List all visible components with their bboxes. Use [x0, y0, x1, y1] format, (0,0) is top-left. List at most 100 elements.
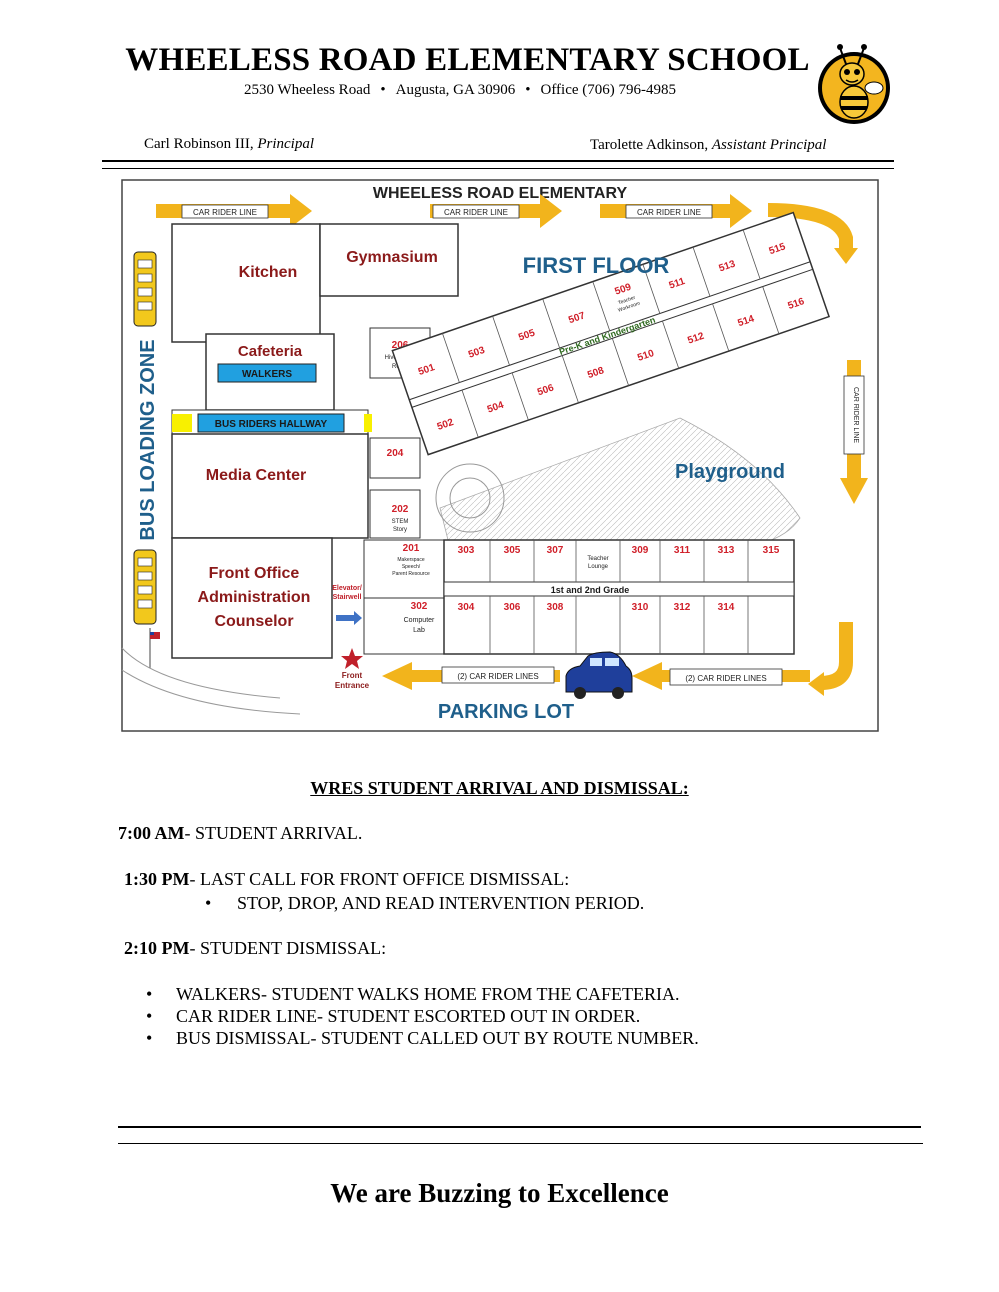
teacher-lounge-label: Lounge — [588, 564, 609, 570]
driveway-curve — [121, 647, 281, 699]
bus-riders-hallway-label: BUS RIDERS HALLWAY — [215, 419, 328, 430]
principal-label: Carl Robinson III, — [144, 136, 254, 152]
room-202-number: 202 — [392, 504, 409, 515]
intervention-text: STOP, DROP, AND READ INTERVENTION PERIOD… — [237, 893, 645, 913]
room-number: 307 — [547, 545, 564, 556]
room-number: 511 — [668, 276, 687, 292]
room-number: 312 — [674, 602, 691, 613]
room-number: 501 — [417, 362, 437, 378]
bullet: • — [146, 1028, 153, 1048]
assistant-title: Assistant Principal — [711, 137, 827, 153]
room-number: 515 — [768, 241, 788, 257]
wing-300: 303 305 307 309 311 313 315 304 306 308 … — [443, 539, 795, 655]
first-floor-label: FIRST FLOOR — [523, 253, 670, 278]
curved-arrow — [819, 622, 853, 690]
room-number: 514 — [736, 313, 756, 329]
room-206-number: 206 — [392, 340, 409, 351]
room-number: 305 — [504, 545, 521, 556]
computer-lab-label: Lab — [413, 627, 425, 634]
dismissal-item: •CAR RIDER LINE- STUDENT ESCORTED OUT IN… — [146, 1006, 640, 1027]
car-rider-arrow: CAR RIDER LINE — [600, 194, 752, 228]
room-number: 308 — [547, 602, 564, 613]
room-number: 310 — [632, 602, 649, 613]
car-rider-line-label: CAR RIDER LINE — [637, 208, 701, 217]
bus-dismissal-text: BUS DISMISSAL- STUDENT CALLED OUT BY ROU… — [176, 1028, 699, 1048]
elevator-label: Elevator/ — [332, 585, 362, 592]
elevator-arrow-icon — [336, 611, 362, 625]
front-office-label: Front Office — [209, 565, 300, 582]
room-202-sub: Story — [393, 527, 407, 533]
bee-mascot-icon — [818, 44, 890, 124]
room-number: 507 — [567, 310, 587, 326]
divider — [118, 1143, 923, 1144]
last-call-line: 1:30 PM- LAST CALL FOR FRONT OFFICE DISM… — [124, 869, 569, 890]
gymnasium-label: Gymnasium — [346, 249, 438, 266]
last-call-bullet: •STOP, DROP, AND READ INTERVENTION PERIO… — [205, 893, 644, 914]
principal-title: Principal — [257, 136, 314, 152]
room-number: 505 — [517, 327, 537, 343]
divider — [102, 168, 894, 169]
walkers-text: WALKERS- STUDENT WALKS HOME FROM THE CAF… — [176, 984, 680, 1004]
arrival-time: 7:00 AM — [118, 823, 185, 843]
principal-name: Carl Robinson III, Principal — [144, 136, 314, 153]
assistant-label: Tarolette Adkinson, — [590, 137, 709, 153]
room-201-sub: Speech/ — [402, 564, 421, 570]
front-entrance-label: Front — [342, 671, 363, 680]
room-number: 512 — [686, 331, 706, 347]
room-201-sub: Parent Resource — [392, 571, 430, 577]
room-number: 509 — [613, 282, 633, 298]
bus-loading-zone-label: BUS LOADING ZONE — [137, 339, 159, 540]
room-201-sub: Makerspace — [397, 557, 424, 563]
divider — [118, 1126, 921, 1128]
car-rider-lines-label: (2) CAR RIDER LINES — [685, 674, 766, 683]
room-number: 502 — [436, 417, 456, 433]
curved-arrow — [767, 203, 853, 250]
parking-lot-label: PARKING LOT — [438, 701, 574, 723]
hallway-marker — [172, 414, 192, 432]
room-number: 516 — [787, 296, 807, 312]
media-center-label: Media Center — [206, 467, 306, 484]
hallway-marker — [364, 414, 372, 432]
room-number: 508 — [586, 365, 606, 381]
bullet: • — [525, 82, 531, 98]
playground-label: Playground — [675, 461, 785, 483]
gymnasium-block — [319, 223, 459, 297]
car-icon — [565, 651, 633, 699]
bus-riders-hallway-badge — [197, 413, 345, 433]
room-number: 504 — [486, 400, 506, 416]
map-title: WHEELESS ROAD ELEMENTARY — [373, 185, 628, 202]
arrow-head — [834, 248, 858, 264]
last-call-time: 1:30 PM — [124, 869, 190, 889]
campus-map: WHEELESS ROAD ELEMENTARY CAR RIDER LINE … — [121, 179, 879, 732]
bullet: • — [146, 1006, 153, 1026]
dismissal-line: 2:10 PM- STUDENT DISMISSAL: — [124, 938, 386, 959]
car-rider-arrow-right: CAR RIDER LINE — [840, 360, 868, 504]
car-rider-line-label: CAR RIDER LINE — [193, 208, 257, 217]
city-address: Augusta, GA 30906 — [395, 82, 516, 98]
arrival-line: 7:00 AM- STUDENT ARRIVAL. — [118, 823, 362, 844]
wing-500: 501 503 505 507 509 511 513 515 502 504 … — [391, 211, 831, 456]
last-call-text: - LAST CALL FOR FRONT OFFICE DISMISSAL: — [189, 869, 570, 889]
driveway-curve — [121, 669, 301, 715]
school-address: 2530 Wheeless Road•Augusta, GA 30906•Off… — [0, 82, 920, 99]
bullet: • — [146, 984, 153, 1004]
street-address: 2530 Wheeless Road — [243, 82, 371, 98]
room-number: 303 — [458, 545, 475, 556]
arrow-head — [808, 672, 824, 696]
room-number: 315 — [763, 545, 780, 556]
room-204 — [369, 437, 421, 479]
room-201 — [363, 539, 445, 599]
flag-icon — [149, 628, 160, 668]
room-201-number: 201 — [403, 543, 420, 554]
teacher-lounge-label: Teacher — [587, 556, 608, 562]
cafeteria-label: Cafeteria — [238, 343, 303, 360]
room-number: 503 — [467, 345, 487, 361]
stairwell-label: Stairwell — [333, 594, 362, 601]
room-number: 510 — [636, 348, 656, 364]
room-202-sub: STEM — [392, 519, 409, 525]
room-number: 309 — [632, 545, 649, 556]
room-number: 513 — [718, 258, 738, 274]
front-office-block — [171, 537, 333, 659]
star-icon — [341, 648, 363, 669]
dismissal-item: • WALKERS- STUDENT WALKS HOME FROM THE CA… — [146, 984, 680, 1005]
